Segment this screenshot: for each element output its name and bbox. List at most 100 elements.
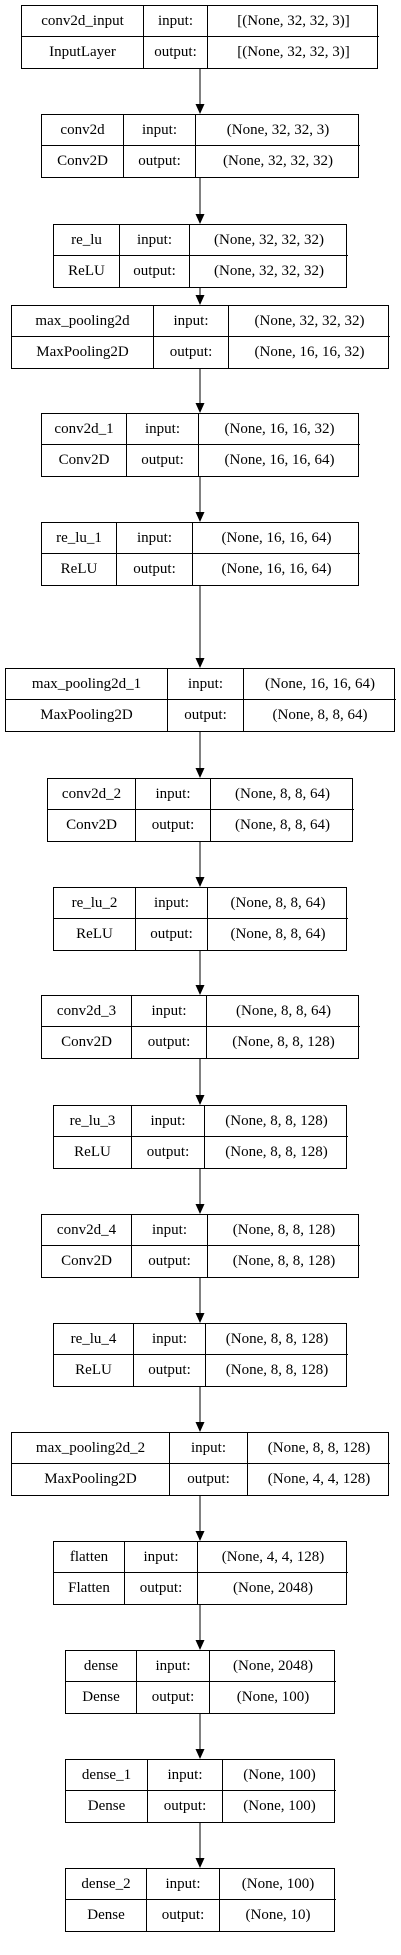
input-shape: (None, 16, 16, 32) xyxy=(199,414,360,445)
connector-arrow xyxy=(195,586,205,668)
output-label: output: xyxy=(154,337,229,368)
layer-type: ReLU xyxy=(54,256,120,287)
output-shape: (None, 8, 8, 64) xyxy=(235,817,330,833)
output-shape: (None, 16, 16, 32) xyxy=(254,344,365,360)
connector-arrow xyxy=(195,732,205,778)
layer-name: re_lu_3 xyxy=(54,1106,132,1137)
output-shape: (None, 32, 32, 32) xyxy=(214,263,324,279)
connector-arrow xyxy=(195,1278,205,1323)
layer-name: flatten xyxy=(54,1542,125,1573)
input-shape: (None, 8, 8, 64) xyxy=(211,779,354,810)
input-shape: (None, 2048) xyxy=(210,1651,336,1682)
arrow-head-icon xyxy=(195,985,205,995)
connector-arrow xyxy=(195,951,205,995)
arrow-head-icon xyxy=(195,1095,205,1105)
output-shape: (None, 8, 8, 64) xyxy=(272,707,368,723)
connector-arrow xyxy=(195,369,205,413)
arrow-head-icon xyxy=(195,1640,205,1650)
input-label: input: xyxy=(124,115,196,146)
connector-arrow xyxy=(195,1496,205,1541)
input-shape: [(None, 32, 32, 3)] xyxy=(208,6,379,37)
layer-type: MaxPooling2D xyxy=(6,700,168,731)
input-shape: (None, 8, 8, 64) xyxy=(208,888,348,919)
input-shape: (None, 16, 16, 64) xyxy=(193,523,360,554)
connector-arrow xyxy=(195,1823,205,1868)
arrow-head-icon xyxy=(195,1204,205,1214)
layer-type: Conv2D xyxy=(42,1246,132,1277)
layer-type: Dense xyxy=(66,1900,147,1931)
connector-arrow xyxy=(195,69,205,114)
arrow-head-icon xyxy=(195,104,205,114)
arrow-head-icon xyxy=(195,403,205,413)
layer-type: ReLU xyxy=(54,919,136,950)
layer-type: MaxPooling2D xyxy=(12,1464,170,1495)
input-label: input: xyxy=(136,779,211,810)
layer-type: ReLU xyxy=(42,554,117,585)
connector-arrow xyxy=(195,178,205,224)
output-shape: (None, 16, 16, 64) xyxy=(224,452,335,468)
output-label: output: xyxy=(117,554,193,585)
input-label: input: xyxy=(168,669,244,700)
arrow-head-icon xyxy=(195,1749,205,1759)
layer-name: re_lu_4 xyxy=(54,1324,134,1355)
layer-type: Conv2D xyxy=(42,1027,132,1058)
input-label: input: xyxy=(147,1869,220,1900)
output-label: output: xyxy=(144,37,208,68)
output-label: output: xyxy=(168,700,244,731)
output-label: output: xyxy=(170,1464,248,1495)
input-shape: (None, 8, 8, 128) xyxy=(208,1215,360,1246)
input-label: input: xyxy=(134,1324,206,1355)
input-label: input: xyxy=(148,1760,223,1791)
input-label: input: xyxy=(117,523,193,554)
output-shape: (None, 16, 16, 64) xyxy=(221,561,332,577)
arrow-head-icon xyxy=(195,877,205,887)
input-label: input: xyxy=(132,1215,208,1246)
arrow-head-icon xyxy=(195,1422,205,1432)
input-label: input: xyxy=(127,414,199,445)
output-shape: (None, 10) xyxy=(245,1907,311,1923)
output-shape: (None, 8, 8, 128) xyxy=(232,1253,336,1269)
output-label: output: xyxy=(127,445,199,476)
arrow-head-icon xyxy=(195,295,205,305)
connector-arrow xyxy=(195,1169,205,1214)
input-label: input: xyxy=(154,306,229,337)
connector-arrow xyxy=(195,842,205,887)
input-label: input: xyxy=(125,1542,198,1573)
output-shape: (None, 8, 8, 128) xyxy=(225,1144,328,1160)
input-label: input: xyxy=(132,1106,205,1137)
layer-type: InputLayer xyxy=(22,37,144,68)
layer-type: Conv2D xyxy=(42,146,124,177)
layer-name: conv2d xyxy=(42,115,124,146)
input-shape: (None, 8, 8, 128) xyxy=(206,1324,348,1355)
layer-name: re_lu_1 xyxy=(42,523,117,554)
input-label: input: xyxy=(132,996,207,1027)
input-shape: (None, 4, 4, 128) xyxy=(198,1542,348,1573)
layer-name: conv2d_2 xyxy=(48,779,136,810)
input-shape: (None, 8, 8, 128) xyxy=(248,1433,390,1464)
output-shape: [(None, 32, 32, 3)] xyxy=(237,44,350,60)
output-shape: (None, 8, 8, 64) xyxy=(230,926,326,942)
layer-type: Conv2D xyxy=(48,810,136,841)
layer-name: conv2d_1 xyxy=(42,414,127,445)
layer-type: ReLU xyxy=(54,1137,132,1168)
layer-type: Dense xyxy=(66,1791,148,1822)
arrow-head-icon xyxy=(195,1313,205,1323)
layer-name: re_lu_2 xyxy=(54,888,136,919)
